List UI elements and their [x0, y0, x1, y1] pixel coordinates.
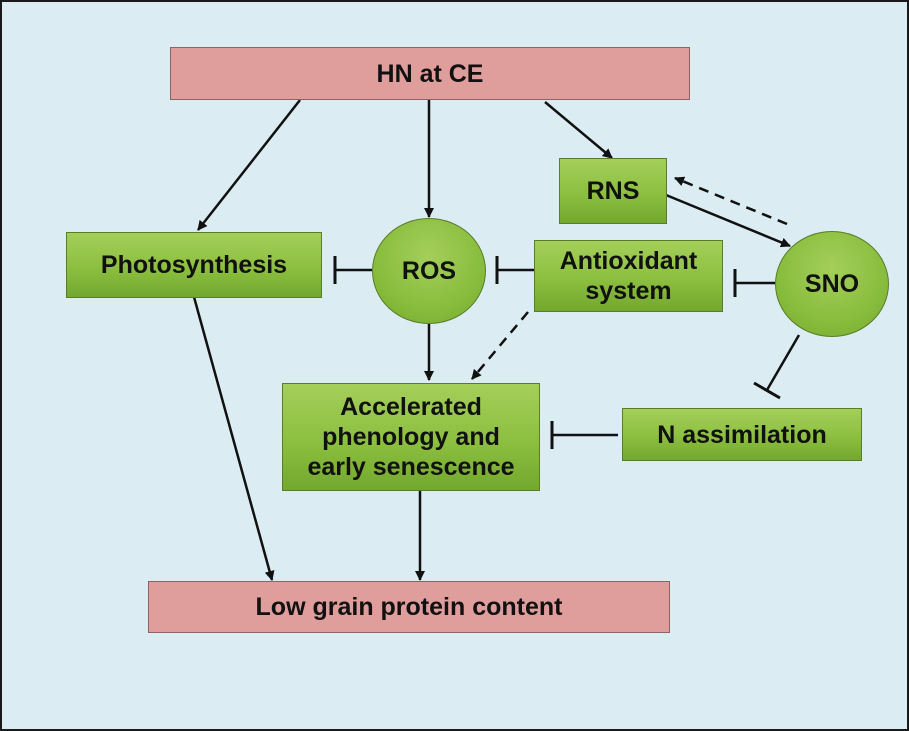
node-n-assimilation-label: N assimilation: [657, 420, 827, 449]
node-antioxidant-system: Antioxidant system: [534, 240, 723, 312]
edge-sno-inhibits-n-assimilation-bar: [753, 381, 781, 400]
node-sno-label: SNO: [804, 270, 860, 298]
edge-sno-inhibits-n-assimilation: [765, 334, 801, 391]
node-low-grain-protein: Low grain protein content: [148, 581, 670, 633]
node-rns-label: RNS: [586, 177, 640, 205]
node-n-assimilation: N assimilation: [622, 408, 862, 461]
node-ros-label: ROS: [401, 257, 457, 285]
node-photosynthesis: Photosynthesis: [66, 232, 322, 298]
edge-antioxidant-to-accelerated-dashed: [471, 311, 529, 380]
node-hn-at-ce-label: HN at CE: [376, 59, 484, 88]
edge-hn-to-photosynthesis: [197, 99, 301, 231]
node-hn-at-ce: HN at CE: [170, 47, 690, 100]
node-ros: ROS: [372, 218, 486, 324]
node-rns: RNS: [559, 158, 667, 224]
node-photosynthesis-label: Photosynthesis: [100, 251, 288, 279]
node-accelerated-phenology: Accelerated phenology and early senescen…: [282, 383, 540, 491]
node-antioxidant-system-label: Antioxidant system: [559, 247, 698, 305]
edge-sno-to-rns-dashed: [674, 176, 788, 226]
edge-rns-to-sno: [665, 193, 791, 248]
edge-photosynthesis-to-low-grain: [192, 296, 275, 581]
node-accelerated-phenology-label: Accelerated phenology and early senescen…: [307, 393, 515, 481]
edge-hn-to-rns: [544, 101, 613, 159]
node-low-grain-protein-label: Low grain protein content: [255, 593, 563, 621]
node-sno: SNO: [775, 231, 889, 337]
